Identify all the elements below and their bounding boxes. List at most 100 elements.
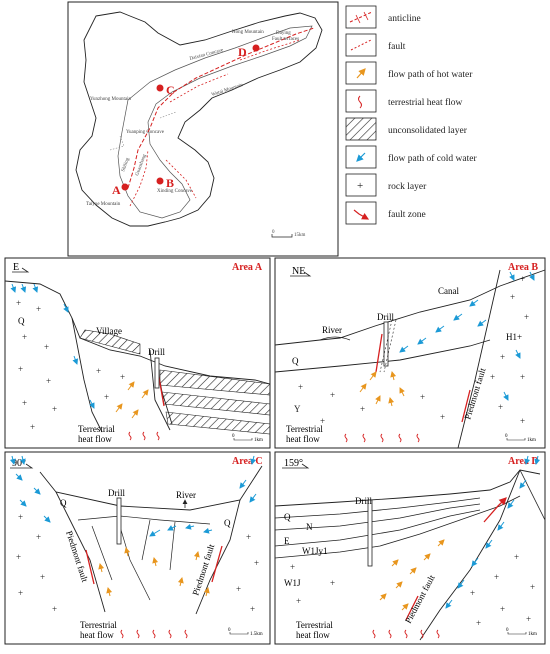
anticline-line <box>127 27 315 189</box>
svg-text:159°: 159° <box>284 458 303 469</box>
svg-text:+: + <box>104 392 109 402</box>
svg-text:+: + <box>16 298 21 308</box>
legend-label-5: flow path of cold water <box>388 153 477 164</box>
panel-d-rock-pluses: +++ +++ +++ + <box>290 552 535 628</box>
panel-b-cold-arrows <box>399 271 535 401</box>
label-daying: Daying <box>276 31 291 36</box>
panel-b-rock-pluses: +++ +++ +++ +++ ++ <box>298 274 529 426</box>
svg-text:+: + <box>526 614 531 624</box>
label-taiyue-mountain: Taiyue Mountain <box>86 202 121 207</box>
svg-text:+: + <box>96 366 101 376</box>
panel-d-heat1: Terrestrial <box>296 620 333 630</box>
panel-d-title: Area D <box>508 456 539 467</box>
legend-label-3: terrestrial heat flow <box>388 97 463 108</box>
svg-text:90°: 90° <box>12 458 26 469</box>
legend-label-0: anticline <box>388 14 421 24</box>
legend-label-7: fault zone <box>388 209 426 220</box>
panel-c-river-label: River <box>176 490 196 500</box>
svg-text:+: + <box>498 402 503 412</box>
svg-text:+: + <box>520 416 525 426</box>
svg-text:+: + <box>22 398 27 408</box>
panel-b-h1-label: H1+ <box>506 332 522 342</box>
svg-text:+: + <box>510 292 515 302</box>
svg-text:+: + <box>36 304 41 314</box>
legend-label-2: flow path of hot water <box>388 69 473 80</box>
svg-text:+: + <box>530 582 535 592</box>
panel-c-cold-arrows <box>9 455 257 537</box>
direction-arrow-d: 159° <box>282 458 310 469</box>
basin-outline <box>75 11 323 227</box>
graben-outline <box>117 25 313 219</box>
label-ridge-1: Shiling <box>121 157 131 173</box>
panel-c-heat1: Terrestrial <box>80 620 117 630</box>
direction-arrow-b: NE <box>290 266 312 277</box>
svg-text:+: + <box>18 588 23 598</box>
panel-b-q-label: Q <box>292 356 299 366</box>
panel-c-heat2: heat flow <box>80 630 114 640</box>
point-c: C <box>156 83 175 97</box>
panel-a-cold-arrows <box>10 283 95 409</box>
svg-text:+: + <box>420 392 425 402</box>
svg-text:+: + <box>500 604 505 614</box>
svg-text:B: B <box>166 176 174 190</box>
panel-d-heat2: heat flow <box>296 630 330 640</box>
panel-a-q-label: Q <box>18 316 25 326</box>
panel-a-heat1: Terrestrial <box>78 424 115 434</box>
panel-b-heat-flow <box>344 433 420 443</box>
legend: anticline fault flow path of hot water t… <box>345 5 477 225</box>
svg-text:NE: NE <box>292 266 305 277</box>
svg-text:D: D <box>238 45 247 59</box>
panel-area-d: Area D 159° Drill Q N E W1Jy1 W1J Piedmo… <box>274 451 546 645</box>
panel-a-drill-label: Drill <box>148 347 165 357</box>
svg-text:+: + <box>250 604 255 614</box>
panel-d-q-label: Q <box>284 512 291 522</box>
svg-text:+: + <box>520 372 525 382</box>
svg-text:+: + <box>500 352 505 362</box>
svg-text:0: 0 <box>228 628 231 633</box>
panel-c-q1-label: Q <box>60 498 67 508</box>
svg-text:+: + <box>524 312 529 322</box>
svg-text:+: + <box>52 604 57 614</box>
svg-text:+: + <box>52 404 57 414</box>
label-fault-terraces: Fault terraces <box>272 37 299 42</box>
panel-a-village-label: Village <box>96 326 122 336</box>
direction-arrow-c: 90° <box>10 458 34 469</box>
panel-d-n-label: N <box>306 522 313 532</box>
label-xinding-concave: Xinding Concave <box>157 189 193 194</box>
svg-text:+: + <box>36 532 41 542</box>
svg-text:+: + <box>476 618 481 628</box>
point-a: A <box>112 183 129 197</box>
panel-area-b: Area B NE Drill River Canal Q Y H1+ Pied… <box>274 257 546 449</box>
svg-text:+: + <box>120 372 125 382</box>
panel-b-heat2: heat flow <box>286 434 320 444</box>
panel-c-hot-arrows <box>98 547 210 597</box>
svg-text:+: + <box>44 342 49 352</box>
panel-d-w1j-label: W1J <box>284 578 301 588</box>
point-d: D <box>238 44 260 59</box>
panel-area-c: Area C 90° Drill River Q Q Piedmont faul… <box>4 451 271 645</box>
point-b: B <box>156 176 174 190</box>
panel-d-cold-arrows <box>445 455 541 609</box>
panel-c-scale: 01.5km <box>228 628 263 637</box>
svg-text:+: + <box>360 404 365 414</box>
panel-c-rock-pluses: +++ +++ +++ + <box>16 512 259 614</box>
legend-label-1: fault <box>388 41 406 52</box>
panel-b-canal-label: Canal <box>438 286 459 296</box>
svg-text:+: + <box>16 552 21 562</box>
panel-d-hot-arrows <box>379 539 445 611</box>
svg-text:+: + <box>330 390 335 400</box>
svg-text:1km: 1km <box>254 438 263 443</box>
fault-line <box>129 39 301 207</box>
panel-d-drill-label: Drill <box>355 496 372 506</box>
svg-text:1km: 1km <box>527 438 536 443</box>
svg-text:+: + <box>246 532 251 542</box>
panel-c-drill-label: Drill <box>108 488 125 498</box>
svg-text:+: + <box>330 578 335 588</box>
svg-text:+: + <box>357 180 363 192</box>
svg-text:A: A <box>112 183 121 197</box>
svg-text:+: + <box>236 584 241 594</box>
legend-label-4: unconsolidated layer <box>388 126 468 136</box>
